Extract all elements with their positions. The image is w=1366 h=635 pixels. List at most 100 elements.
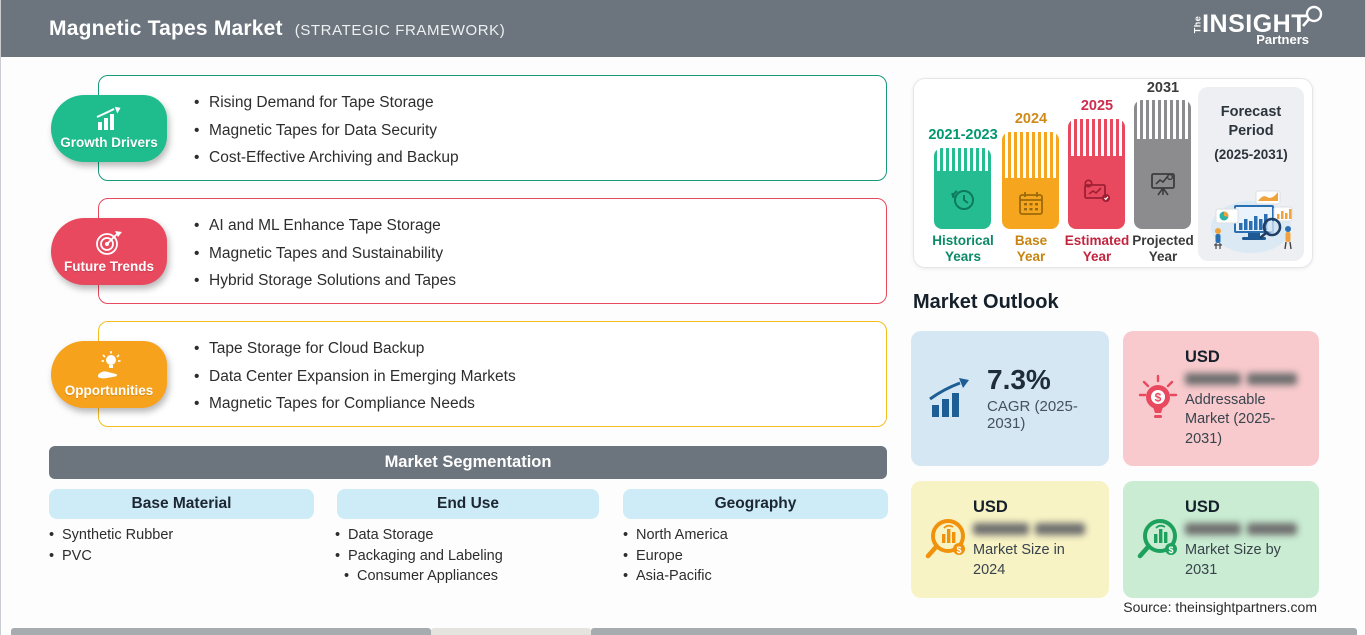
market-outlook-title: Market Outlook xyxy=(913,291,1059,313)
insight-partners-logo: The INSIGHT Partners xyxy=(1189,5,1325,47)
timeline-panel: 2021-2023 2024 2025 2031 xyxy=(913,78,1313,268)
badge-label: Opportunities xyxy=(64,383,154,398)
cagr-value: 7.3% xyxy=(987,364,1051,396)
redacted-value xyxy=(1185,372,1303,385)
currency-label: USD xyxy=(973,498,1008,517)
forecast-period-box: Forecast Period (2025-2031) xyxy=(1198,87,1304,261)
idea-hand-icon xyxy=(92,351,126,381)
bottom-strip-segment xyxy=(591,628,1357,635)
market-size-2031-card: $ USD Market Size by 2031 xyxy=(1123,481,1319,598)
card-caption: Market Size in 2024 xyxy=(973,542,1065,578)
magnifier-icon xyxy=(1301,5,1325,29)
cagr-text: 7.3% CAGR (2025-2031) xyxy=(987,364,1109,432)
segment-header-base-material: Base Material xyxy=(49,489,314,519)
projected-year-bar xyxy=(1134,100,1191,229)
subtitle-text: (STRATEGIC FRAMEWORK) xyxy=(294,21,506,39)
list-item: Magnetic Tapes for Compliance Needs xyxy=(194,390,886,418)
year-label: 2025 xyxy=(1080,98,1114,114)
growth-chart-icon xyxy=(92,107,126,133)
clock-history-icon xyxy=(934,171,991,229)
magnifier-chart-orange-icon: $ xyxy=(919,516,973,564)
badge-label: Growth Drivers xyxy=(60,135,158,150)
historical-years-bar xyxy=(934,148,991,229)
cagr-label: CAGR (2025-2031) xyxy=(987,397,1078,432)
growth-arrow-icon xyxy=(926,377,974,421)
list-item: Asia-Pacific xyxy=(623,566,728,587)
year-label: 2031 xyxy=(1146,80,1180,96)
year-label: 2021-2023 xyxy=(928,127,998,143)
stripe-pattern xyxy=(1068,119,1125,156)
market-segmentation-header: Market Segmentation xyxy=(49,446,887,479)
list-item: Magnetic Tapes and Sustainability xyxy=(194,240,886,268)
list-item: Rising Demand for Tape Storage xyxy=(194,89,886,117)
bottom-strip-segment xyxy=(431,628,591,635)
list-item: Magnetic Tapes for Data Security xyxy=(194,117,886,145)
title-text: Magnetic Tapes Market xyxy=(49,16,283,40)
opportunities-badge: Opportunities xyxy=(51,341,167,408)
list-item: Europe xyxy=(623,546,728,567)
growth-drivers-list: Rising Demand for Tape Storage Magnetic … xyxy=(99,76,886,172)
future-trends-badge: Future Trends xyxy=(51,218,167,285)
source-attribution: Source: theinsightpartners.com xyxy=(1123,599,1317,615)
currency-label: USD xyxy=(1185,498,1220,517)
logo-insight-text: INSIGHT xyxy=(1202,9,1307,38)
cagr-card: 7.3% CAGR (2025-2031) xyxy=(911,331,1109,466)
header-bar: Magnetic Tapes Market (STRATEGIC FRAMEWO… xyxy=(1,0,1365,57)
base-material-list: Synthetic Rubber PVC xyxy=(49,525,173,566)
svg-text:$: $ xyxy=(956,545,961,555)
card-caption: Addressable Market (2025-2031) xyxy=(1185,391,1276,447)
future-trends-list: AI and ML Enhance Tape Storage Magnetic … xyxy=(99,199,886,295)
list-item: Consumer Appliances xyxy=(344,566,503,587)
estimated-year-bar xyxy=(1068,119,1125,229)
segment-header-geography: Geography xyxy=(623,489,888,519)
page-title: Magnetic Tapes Market (STRATEGIC FRAMEWO… xyxy=(49,17,505,41)
card-caption: Market Size by 2031 xyxy=(1185,542,1281,578)
growth-drivers-badge: Growth Drivers xyxy=(51,95,167,162)
logo-row: The INSIGHT xyxy=(1189,5,1325,38)
logo-partners-text: Partners xyxy=(1256,31,1309,47)
list-item: Cost-Effective Archiving and Backup xyxy=(194,144,886,172)
logo-the-text: The xyxy=(1191,15,1202,33)
forecast-period-title: Forecast Period xyxy=(1220,104,1282,139)
projection-board-icon xyxy=(1134,139,1191,229)
list-item: Data Storage xyxy=(335,525,503,546)
redacted-value xyxy=(973,523,1091,536)
estimate-monitor-icon xyxy=(1068,156,1125,229)
list-item: PVC xyxy=(49,546,173,567)
list-item: Synthetic Rubber xyxy=(49,525,173,546)
magnifier-chart-green-icon: $ xyxy=(1131,516,1185,564)
list-item: Tape Storage for Cloud Backup xyxy=(194,335,886,363)
list-item: AI and ML Enhance Tape Storage xyxy=(194,212,886,240)
geography-list: North America Europe Asia-Pacific xyxy=(623,525,728,587)
stripe-pattern xyxy=(1134,100,1191,139)
year-label: 2024 xyxy=(1014,111,1048,127)
opportunities-panel: Tape Storage for Cloud Backup Data Cente… xyxy=(98,321,887,427)
badge-label: Future Trends xyxy=(63,259,154,274)
segment-header-end-use: End Use xyxy=(337,489,599,519)
redacted-value xyxy=(1185,523,1303,536)
list-item: Data Center Expansion in Emerging Market… xyxy=(194,363,886,391)
market-size-2024-card: $ USD Market Size in 2024 xyxy=(911,481,1109,598)
bottom-strip-segment xyxy=(11,628,431,635)
list-item: North America xyxy=(623,525,728,546)
list-item: Packaging and Labeling xyxy=(335,546,503,567)
stripe-pattern xyxy=(934,148,991,171)
svg-text:$: $ xyxy=(1155,390,1162,404)
addressable-market-card: $ USD Addressable Market (2025-2031) xyxy=(1123,331,1319,466)
opportunities-list: Tape Storage for Cloud Backup Data Cente… xyxy=(99,322,886,418)
stripe-pattern xyxy=(1002,132,1059,178)
growth-drivers-panel: Rising Demand for Tape Storage Magnetic … xyxy=(98,75,887,181)
analytics-illustration xyxy=(1204,183,1298,255)
list-item: Hybrid Storage Solutions and Tapes xyxy=(194,267,886,295)
bulb-dollar-icon: $ xyxy=(1131,373,1185,425)
forecast-period-range: (2025-2031) xyxy=(1214,146,1288,162)
calendar-icon xyxy=(1002,178,1059,229)
future-trends-panel: AI and ML Enhance Tape Storage Magnetic … xyxy=(98,198,887,304)
base-year-bar xyxy=(1002,132,1059,229)
currency-label: USD xyxy=(1185,347,1220,366)
